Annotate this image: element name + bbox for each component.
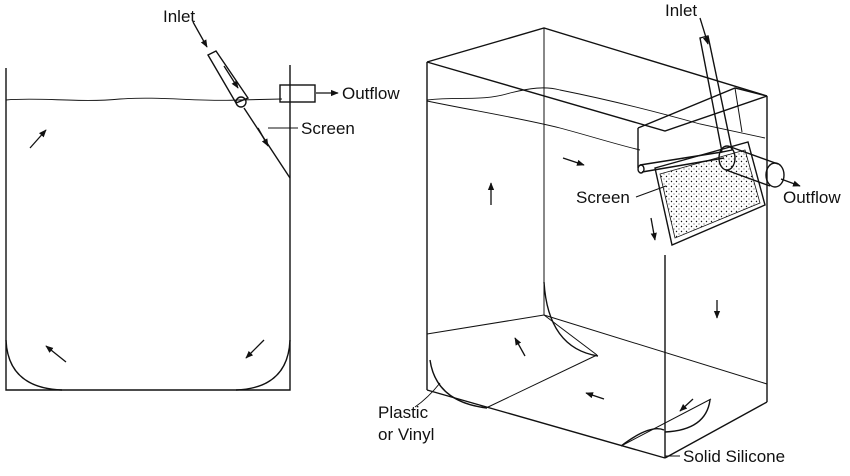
right-water-surface-front [426, 100, 641, 151]
right-outflow-pipe-inner-end [718, 145, 736, 171]
left-inlet-pipe-end [235, 96, 247, 108]
right-liner-curve-back [543, 281, 599, 357]
right-surface-flow-arrow [562, 157, 585, 166]
right-overflow-box-inner [734, 87, 743, 133]
left-corner-fillet-left [5, 339, 63, 391]
right-silicone-label: Solid Silicone [683, 447, 785, 466]
right-tank-diagram: Inlet Screen Outflow Plastic or Vinyl So… [378, 1, 841, 466]
left-circulation-arrow-lower-left [45, 345, 67, 363]
right-inlet-label: Inlet [665, 1, 697, 20]
right-screen-label: Screen [576, 188, 630, 207]
right-tank-back-bottom-right [543, 314, 768, 385]
right-inlet-pipe [699, 35, 733, 153]
right-liner-label-line2: or Vinyl [378, 425, 434, 444]
left-tank-walls [5, 65, 291, 391]
right-liner-curve-left [429, 359, 488, 409]
right-floor-corner-arrow [679, 398, 694, 412]
right-liner-leader [414, 382, 441, 408]
right-liner-curve-right [664, 399, 711, 433]
left-water-surface [5, 97, 283, 101]
right-liner-label-line1: Plastic [378, 403, 429, 422]
left-circulation-arrow-lower-right [245, 339, 265, 359]
right-inlet-tube-end [637, 164, 645, 174]
right-tank-back-top [426, 27, 768, 97]
right-floor-back-arrow [514, 337, 526, 357]
right-tank-back-bottom-left [426, 314, 545, 335]
left-screen-label: Screen [301, 119, 355, 138]
left-pipe-flow-arrow [223, 65, 239, 89]
right-screen-frame [654, 141, 766, 246]
left-screen-flow-arrow [257, 127, 269, 147]
right-floor-seam-1 [485, 354, 598, 409]
right-inlet-arrow [699, 17, 709, 45]
right-outflow-arrow [780, 178, 801, 187]
right-water-surface-back [426, 87, 766, 139]
right-tank-bottom-right [664, 401, 768, 459]
left-outflow-box [279, 84, 316, 103]
left-circulation-arrow-upper-left [29, 129, 47, 149]
right-screen-leader [635, 185, 667, 198]
right-floor-left-arrow [585, 392, 605, 400]
left-outflow-label: Outflow [342, 84, 400, 103]
right-tank-front-top [426, 61, 768, 132]
left-inlet-label: Inlet [163, 7, 195, 26]
right-liner-curve-corner [620, 428, 665, 447]
right-outflow-pipe [725, 145, 779, 187]
right-outflow-pipe-end [765, 162, 785, 188]
right-screen-mesh [659, 149, 761, 239]
right-inlet-tube [639, 151, 725, 173]
left-tank-diagram: Inlet Outflow Screen [5, 7, 400, 391]
right-floor-seam-2 [620, 398, 712, 447]
right-outflow-label: Outflow [783, 188, 841, 207]
left-corner-fillet-right [235, 339, 291, 391]
left-inlet-pipe [207, 50, 250, 104]
right-overflow-box-top [637, 87, 768, 129]
left-inlet-arrow [192, 21, 208, 48]
right-tank-bottom-left [426, 389, 666, 459]
right-screen-down-arrow [650, 217, 657, 241]
